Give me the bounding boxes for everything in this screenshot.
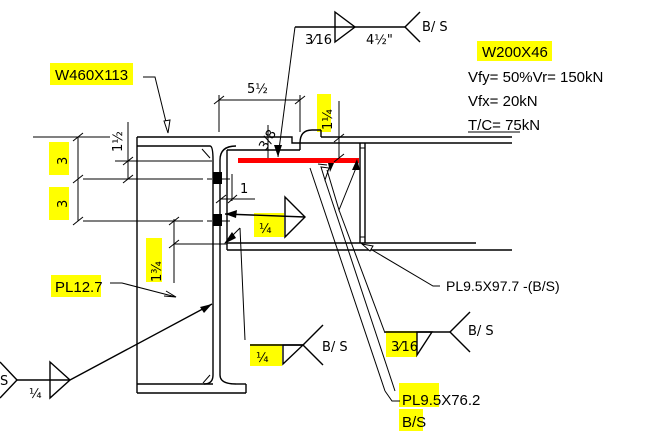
weld-right-tail: B/ S [468, 324, 494, 339]
dim-3-bottom: 3 [56, 200, 71, 208]
weld-top-size: 3⁄16 [305, 33, 332, 48]
weld-right-size: 3⁄16 [391, 340, 418, 355]
highlight-w460 [50, 63, 133, 85]
highlight-dim134 [146, 238, 162, 282]
weld-mid-size: ¼ [259, 222, 272, 237]
highlight-dim3-top [49, 142, 69, 175]
dimension-lines [33, 95, 345, 283]
weld-top-tail: B/ S [422, 20, 448, 35]
label-w460: W460X113 [55, 67, 128, 84]
highlight-pl952 [399, 383, 439, 407]
leader-w460 [143, 76, 171, 134]
load-vfy: Vfy= 50%Vr= 150kN [468, 69, 603, 86]
dim-3-top: 3 [56, 157, 71, 165]
weld-symbol-right [385, 311, 471, 358]
label-pl127: PL12.7 [55, 279, 103, 296]
label-w200: W200X46 [482, 44, 548, 61]
highlight-dim3-bottom [49, 187, 69, 220]
dim-1-1-2: 1½ [111, 131, 126, 152]
weld-symbol-mid [224, 195, 306, 341]
load-tc: T/C= 75kN [468, 117, 540, 134]
weld-bottom-size: ¼ [256, 351, 269, 366]
highlight-weld14-mid [254, 213, 284, 237]
bolt-bottom [213, 214, 222, 226]
load-vfx: Vfx= 20kN [468, 93, 538, 110]
label-pl97: PL9.5X97.7 -(B/S) [446, 278, 560, 294]
highlight-weld316-right [386, 331, 417, 357]
dim-1-3-4: 1¾ [150, 261, 165, 282]
weld-symbol-left [0, 303, 213, 400]
red-cap-plate [238, 158, 359, 163]
highlight-w200 [477, 41, 552, 61]
weld-symbol-bottom [250, 324, 324, 366]
column-w460 [136, 136, 247, 394]
weld-left-tail: S [0, 374, 8, 389]
bolt-top [213, 172, 222, 184]
leaders-red-plate [309, 159, 440, 402]
highlight-bs [399, 409, 423, 431]
weld-bottom-tail: B/ S [322, 340, 348, 355]
highlight-weld14-bottom [250, 344, 282, 366]
highlight-pl127 [51, 275, 101, 297]
highlight-dim114 [317, 94, 331, 132]
dim-1-1-4: 1¼ [321, 109, 336, 130]
label-pl76-bs: B/S [402, 414, 426, 431]
leader-pl127 [110, 282, 177, 298]
dim-1: 1 [240, 182, 248, 197]
leader-top-weld [274, 26, 296, 158]
dim-5-1-2: 5½ [247, 82, 268, 97]
weld-left-size: ¼ [29, 387, 42, 402]
label-pl76: PL9.5X76.2 [402, 392, 480, 409]
weld-symbol-top [295, 10, 421, 44]
weld-top-length: 4½" [366, 33, 393, 48]
